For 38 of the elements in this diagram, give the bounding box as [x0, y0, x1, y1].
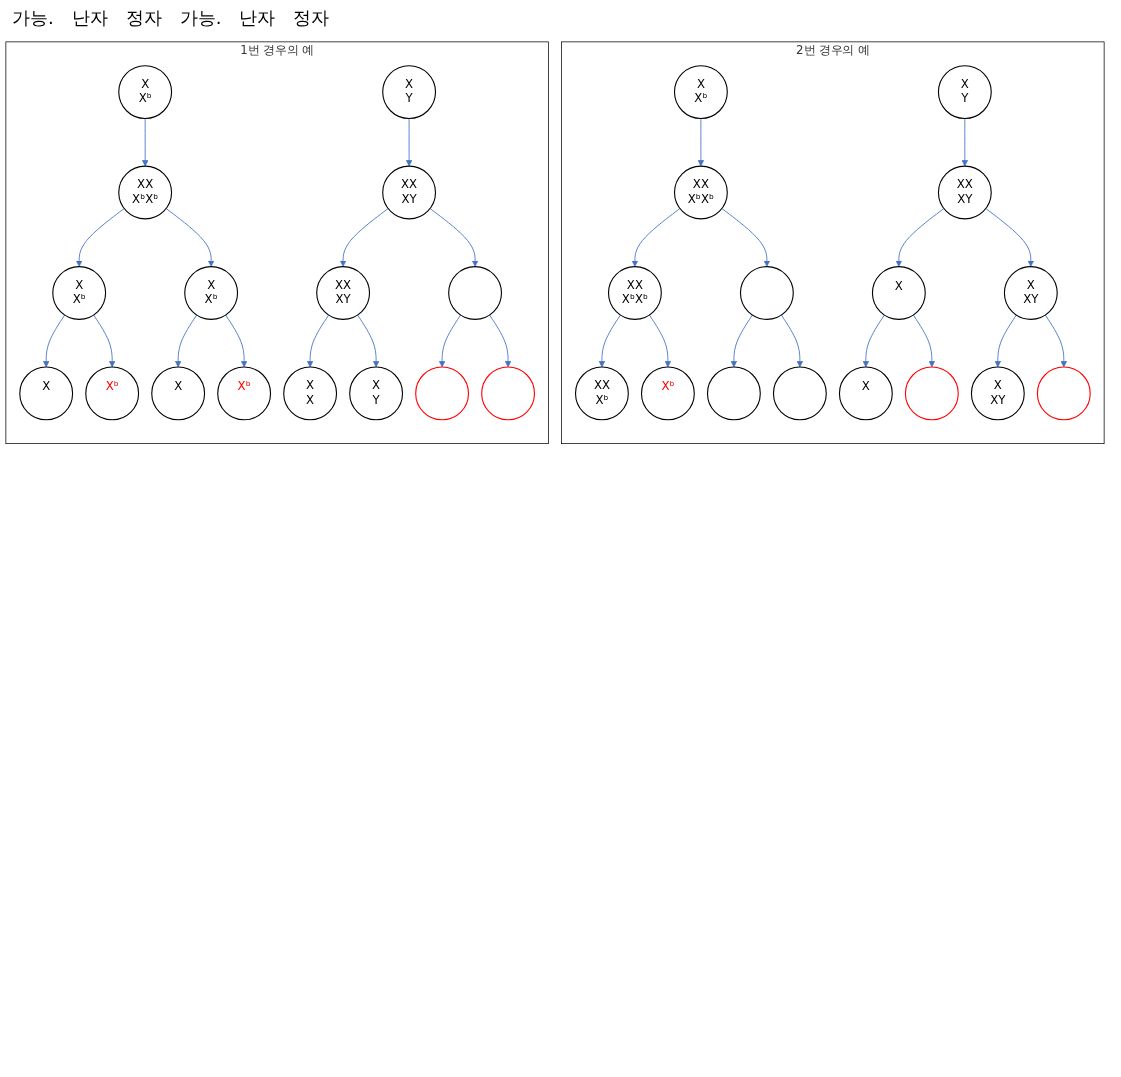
node-circle [481, 366, 535, 421]
node-circle: XX XᵇXᵇ [673, 165, 728, 220]
node-circle: XX XY [937, 165, 992, 220]
node-circle: X [151, 366, 206, 421]
node-circle [448, 266, 503, 320]
node-circle: XX XY [382, 165, 437, 220]
node-circle: Xᵇ [85, 366, 140, 421]
note-text: 가능. [179, 6, 222, 30]
node-circle: Xᵇ [217, 366, 272, 421]
note-text: 난자 [239, 6, 276, 30]
node-circle [1036, 366, 1091, 421]
node-circle [772, 366, 827, 421]
node-circle: X XY [970, 366, 1025, 421]
node-circle: Xᵇ [640, 366, 695, 421]
node-circle: XX XᵇXᵇ [118, 165, 173, 220]
node-circle: X Xᵇ [673, 65, 728, 120]
node-circle: X Y [349, 366, 404, 421]
node-circle: XX XY [316, 266, 371, 320]
note-text: 가능. [12, 6, 54, 30]
node-circle: X Xᵇ [118, 65, 173, 120]
note-text: 난자 [71, 6, 108, 30]
node-circle: X [838, 366, 893, 421]
node-circle: XX Xᵇ [575, 366, 629, 421]
node-circle [706, 366, 761, 421]
node-circle: XX XᵇXᵇ [607, 266, 662, 320]
node-circle: X [19, 366, 74, 421]
node-circle [904, 366, 959, 421]
node-circle: X Xᵇ [184, 266, 239, 320]
node-circle: X Y [937, 65, 992, 120]
node-circle [739, 266, 794, 320]
node-circle: X Xᵇ [52, 266, 107, 320]
note-text: 정자 [125, 6, 162, 30]
note-text: 정자 [293, 6, 330, 30]
node-circle [415, 366, 470, 421]
node-circle: X [871, 266, 926, 320]
node-circle: X X [283, 366, 338, 421]
node-circle: X Y [382, 65, 437, 120]
node-circle: X XY [1003, 266, 1058, 320]
